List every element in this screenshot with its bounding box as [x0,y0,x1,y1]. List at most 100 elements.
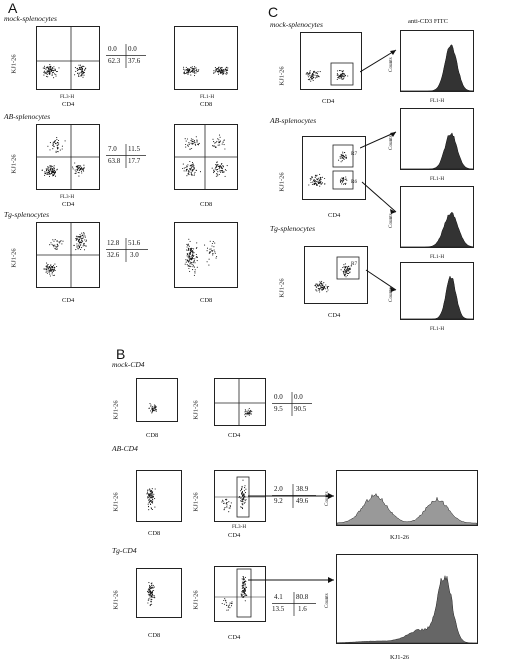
quadrant-lr: 1.6 [298,605,307,613]
x-axis-cd8-label: CD8 [148,530,161,537]
quadrant-ll: 13.5 [272,605,285,613]
y-axis-label: KJ1-26 [10,248,18,268]
quadrant-lr: 90.5 [294,405,307,413]
quadrant-ur: 0.0 [294,393,303,401]
quadrant-lr: 37.6 [128,57,141,65]
dot-plot-svg [146,488,156,511]
gate-label-r7: R7 [351,151,358,157]
quadrant-lr: 3.0 [130,251,139,259]
hist-x-label: FL1-H [430,98,445,104]
histogram-c-tg-r7 [400,262,474,320]
counts-label: Counts [388,57,394,72]
quadrant-ur: 51.6 [128,239,141,247]
panel-a-letter: A [8,0,18,16]
dot-plot-cd4-mock [36,26,100,90]
panel-c-group-label: mock-splenocytes [270,20,323,29]
counts-label: Counts [388,135,394,150]
quadrant-ll: 9.2 [274,497,283,505]
y-axis-label: KJ1-26 [278,66,286,86]
hist-x-label: FL1-H [430,254,445,260]
gate-arrows [360,49,397,292]
quadrant-table: 0.0 0.0 9.5 90.5 [272,392,312,416]
y-axis-label: KJ1-26 [192,492,200,512]
y-axis-label: KJ1-26 [10,54,18,74]
dot-plot-svg [37,27,99,89]
quadrant-table: 4.1 80.8 13.5 1.6 [272,592,316,616]
quadrant-ul: 4.1 [274,593,283,601]
panel-c-group-label: Tg-splenocytes [270,224,315,233]
quadrant-table: 7.0 11.5 63.8 17.7 [106,144,146,168]
quadrant-ll: 62.3 [108,57,121,65]
dot-plot-svg [182,66,229,77]
dot-plot-b-cd8-tg [136,568,182,618]
dot-plot-cd4-ab [36,124,100,190]
dot-plot-svg [215,568,265,618]
panel-a-group-label: Tg-splenocytes [4,210,49,219]
histogram-c-mock [400,30,474,92]
y-axis-label: KJ1-26 [278,278,286,298]
panel-b-group-label: mock-CD4 [112,360,145,369]
x-axis-inner-label: FL3-H [232,524,247,530]
dot-plot-svg [314,256,360,293]
quadrant-lr: 49.6 [296,497,309,505]
x-axis-cd4-label: CD4 [62,101,75,108]
y-axis-label: KJ1-26 [112,492,120,512]
quadrant-ul: 0.0 [274,393,283,401]
histogram-c-ab-r7 [400,108,474,170]
quadrant-ul: 7.0 [108,145,117,153]
x-axis-cd4-label: CD4 [228,432,241,439]
histogram-b-ab [336,470,478,526]
x-axis-cd4-label: CD4 [322,98,335,105]
gate-label-r6: R6 [351,179,358,185]
dot-plot-b-cd8-ab [136,470,182,522]
dot-plot-cd4-mock-gated [300,32,362,90]
x-axis-cd8-label: CD8 [146,432,159,439]
dot-plot-svg [148,403,158,414]
y-axis-label: KJ1-26 [278,172,286,192]
quadrant-ll: 9.5 [274,405,283,413]
arrow-to-histogram [248,493,334,499]
dot-plot-svg [308,144,354,190]
histogram-c-ab-r6 [400,186,474,248]
dot-plot-cd4-tg [36,222,100,288]
panel-a-group-label: mock-splenocytes [4,14,57,23]
hist-x-label: FL1-H [430,326,445,332]
quadrant-ll: 32.6 [107,251,120,259]
x-axis-cd8-label: CD8 [200,201,213,208]
x-axis-cd4-label: CD4 [228,634,241,641]
hist-x-label: KJ1-26 [390,534,410,541]
panel-b-group-label: AB-CD4 [112,444,138,453]
quadrant-ul: 12.8 [107,239,120,247]
dot-plot-b-cd4-mock [214,378,266,426]
dot-plot-cd8-tg [174,222,238,288]
panel-b-letter: B [116,346,126,362]
hist-x-label: KJ1-26 [390,654,410,661]
dot-plot-svg [305,62,354,86]
x-axis-cd4-label: CD4 [62,201,75,208]
y-axis-label: KJ1-26 [112,400,120,420]
x-axis-cd8-label: CD8 [200,297,213,304]
panel-a-group-label: AB-splenocytes [4,112,51,121]
dot-plot-cd4-tg-gated: R7 [304,246,368,304]
dot-plot-svg [175,125,237,189]
x-axis-cd4-label: CD4 [328,312,341,319]
x-axis-cd8-label: CD8 [200,101,213,108]
x-axis-cd8-label: CD8 [148,632,161,639]
x-axis-inner-label: FL3-H [60,194,75,200]
y-axis-label: KJ1-26 [112,590,120,610]
x-axis-fl1-label: FL1-H [200,94,215,100]
quadrant-ur: 80.8 [296,593,309,601]
quadrant-table: 0.0 0.0 62.3 37.6 [106,44,146,68]
gate-label-r7: R7 [351,261,358,267]
dot-plot-b-cd4-ab [214,470,266,522]
arrow-to-histogram [248,577,334,583]
counts-label: Counts [324,491,330,506]
dot-plot-b-cd4-tg [214,566,266,622]
dot-plot-svg [37,125,99,189]
counts-label: Counts [388,287,394,302]
x-axis-cd4-label: CD4 [328,212,341,219]
panel-c-title: anti-CD3 FITC [408,18,448,25]
quadrant-ul: 2.0 [274,485,283,493]
y-axis-label: KJ1-26 [192,400,200,420]
